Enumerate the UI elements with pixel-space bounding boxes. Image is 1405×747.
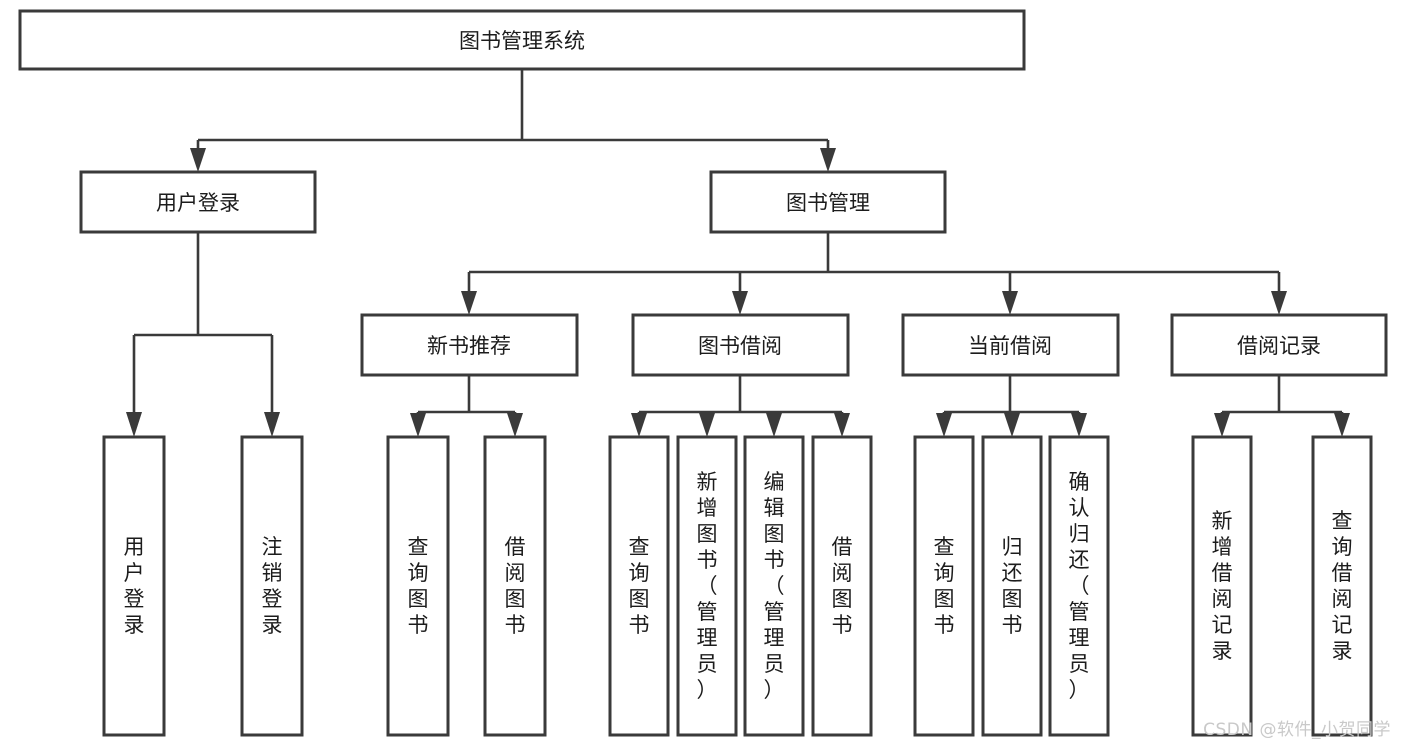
csdn-watermark: CSDN @软件_小贺同学 [1203,720,1391,740]
node-borrow-record[interactable]: 借阅记录 [1170,313,1388,377]
arrow-to-leaf-add-borrow-record [1214,413,1230,437]
arrow-to-leaf-query-book-2 [631,413,647,437]
node-leaf-return-book-box[interactable] [981,435,1043,737]
node-leaf-user-login[interactable]: 用户登录 [102,435,166,737]
arrow-to-user-login [190,148,206,172]
node-leaf-add-borrow-record-box[interactable] [1191,435,1253,737]
node-leaf-query-borrow-record-label: 查询借阅记录 [1332,509,1353,663]
node-leaf-query-book-3-box[interactable] [913,435,975,737]
node-leaf-return-book[interactable]: 归还图书 [981,435,1043,737]
node-leaf-query-book-2-label: 查询图书 [629,535,650,637]
node-leaf-logout-login-label: 注销登录 [262,535,283,637]
leaf-layer: 用户登录 注销登录 查询图书 借阅图书 查询图书 新增图书（管理员） [102,435,1373,737]
node-leaf-query-borrow-record-box[interactable] [1311,435,1373,737]
node-new-book-recommend[interactable]: 新书推荐 [360,313,579,377]
node-leaf-query-book-2-box[interactable] [608,435,670,737]
node-leaf-borrow-book-2[interactable]: 借阅图书 [811,435,873,737]
node-leaf-borrow-book-1-box[interactable] [483,435,547,737]
node-leaf-logout-login-box[interactable] [240,435,304,737]
arrow-to-leaf-return-book [1004,413,1020,437]
node-new-book-recommend-label: 新书推荐 [427,334,511,358]
node-leaf-confirm-return-admin[interactable]: 确认归还（管理员） [1048,435,1110,737]
arrow-to-leaf-logout-login [264,412,280,437]
node-leaf-edit-book-admin-box[interactable] [743,435,805,737]
node-leaf-edit-book-admin[interactable]: 编辑图书（管理员） [743,435,805,737]
node-root-label: 图书管理系统 [459,29,585,53]
node-root-box[interactable] [18,9,1026,71]
arrow-to-borrow-record [1271,291,1287,315]
node-root[interactable]: 图书管理系统 [18,9,1026,71]
arrow-to-leaf-query-book-3 [936,413,952,437]
node-leaf-add-book-admin-box[interactable] [676,435,738,737]
node-leaf-query-book-1[interactable]: 查询图书 [386,435,450,737]
node-leaf-borrow-book-2-box[interactable] [811,435,873,737]
node-leaf-add-borrow-record-label: 新增借阅记录 [1212,509,1233,663]
arrow-to-current-borrow [1002,291,1018,315]
node-leaf-borrow-book-2-label: 借阅图书 [832,535,853,637]
node-book-borrow-box[interactable] [631,313,850,377]
node-book-management-box[interactable] [709,170,947,234]
arrow-to-book-borrow [732,291,748,315]
node-leaf-query-book-2[interactable]: 查询图书 [608,435,670,737]
node-current-borrow-box[interactable] [901,313,1120,377]
arrow-to-leaf-borrow-book-2 [834,413,850,437]
arrow-to-leaf-query-borrow-record [1334,413,1350,437]
node-leaf-user-login-label: 用户登录 [124,535,145,637]
arrow-to-leaf-add-book-admin [699,413,715,437]
node-user-login[interactable]: 用户登录 [79,170,317,234]
arrow-to-book-management [820,148,836,172]
node-leaf-query-book-3[interactable]: 查询图书 [913,435,975,737]
arrow-to-leaf-user-login [126,412,142,437]
arrow-to-leaf-confirm-return-admin [1071,413,1087,437]
arrow-to-leaf-edit-book-admin [766,413,782,437]
node-leaf-logout-login[interactable]: 注销登录 [240,435,304,737]
node-book-borrow[interactable]: 图书借阅 [631,313,850,377]
arrow-to-leaf-borrow-book-1 [507,413,523,437]
node-leaf-confirm-return-admin-label: 确认归还（管理员） [1069,470,1090,702]
connector-layer [126,69,1350,437]
node-leaf-query-book-1-box[interactable] [386,435,450,737]
arrow-to-new-book-recommend [461,291,477,315]
node-leaf-add-borrow-record[interactable]: 新增借阅记录 [1191,435,1253,737]
node-borrow-record-label: 借阅记录 [1237,334,1321,358]
node-leaf-edit-book-admin-label: 编辑图书（管理员） [764,470,785,702]
node-leaf-query-borrow-record[interactable]: 查询借阅记录 [1311,435,1373,737]
node-leaf-query-book-3-label: 查询图书 [934,535,955,637]
node-leaf-confirm-return-admin-box[interactable] [1048,435,1110,737]
node-user-login-label: 用户登录 [156,191,240,215]
node-leaf-user-login-box[interactable] [102,435,166,737]
node-leaf-query-book-1-label: 查询图书 [408,535,429,637]
node-leaf-return-book-label: 归还图书 [1002,535,1023,637]
node-current-borrow-label: 当前借阅 [968,334,1052,358]
node-book-management-label: 图书管理 [786,191,870,215]
node-current-borrow[interactable]: 当前借阅 [901,313,1120,377]
node-leaf-borrow-book-1-label: 借阅图书 [505,535,526,637]
node-leaf-add-book-admin-label: 新增图书（管理员） [697,470,718,702]
node-leaf-borrow-book-1[interactable]: 借阅图书 [483,435,547,737]
node-leaf-add-book-admin[interactable]: 新增图书（管理员） [676,435,738,737]
node-borrow-record-box[interactable] [1170,313,1388,377]
node-user-login-box[interactable] [79,170,317,234]
node-book-borrow-label: 图书借阅 [698,334,782,358]
node-new-book-recommend-box[interactable] [360,313,579,377]
node-book-management[interactable]: 图书管理 [709,170,947,234]
arrow-to-leaf-query-book-1 [410,413,426,437]
